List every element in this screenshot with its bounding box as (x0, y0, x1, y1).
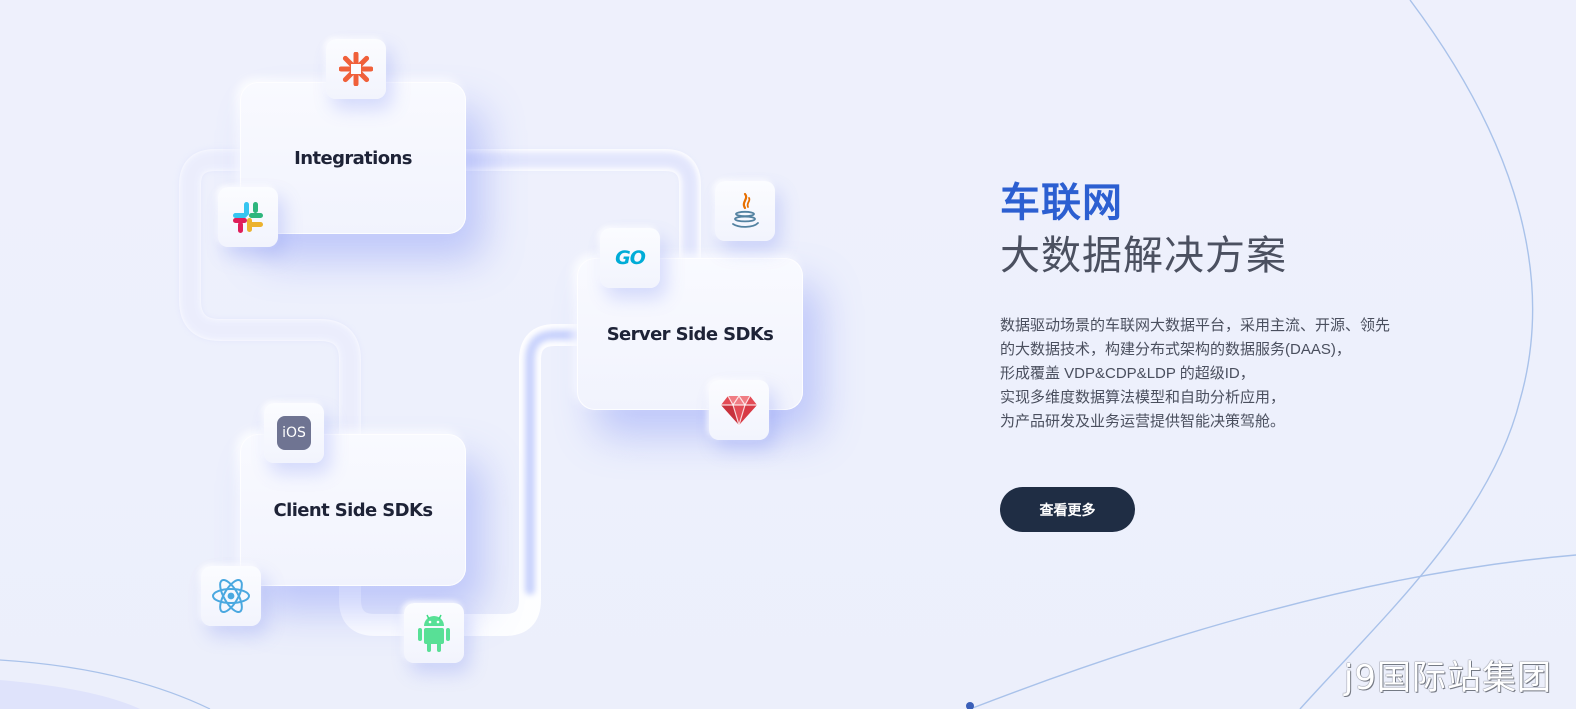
go-label: GO (615, 247, 646, 269)
hero-title: 大数据解决方案 (1000, 233, 1287, 279)
zapier-icon (326, 39, 386, 99)
integrations-label: Integrations (294, 147, 412, 169)
ios-icon: iOS (264, 403, 324, 463)
view-more-button[interactable]: 查看更多 (1000, 487, 1135, 532)
slack-icon (218, 187, 278, 247)
hero-description: 数据驱动场景的车联网大数据平台，采用主流、开源、领先 的大数据技术，构建分布式架… (1000, 314, 1430, 434)
client-sdks-label: Client Side SDKs (273, 499, 434, 521)
description-line: 实现多维度数据算法模型和自助分析应用， (1000, 389, 1286, 406)
java-icon (715, 181, 775, 241)
server-sdks-label: Server Side SDKs (606, 323, 774, 345)
hero-title-accent: 车联网 (1000, 180, 1123, 226)
ios-label: iOS (282, 425, 306, 441)
ios-badge: iOS (277, 416, 311, 450)
description-line: 的大数据技术，构建分布式架构的数据服务(DAAS)， (1000, 341, 1351, 358)
description-line: 形成覆盖 VDP&CDP&LDP 的超级ID， (1000, 365, 1255, 382)
description-line: 数据驱动场景的车联网大数据平台，采用主流、开源、领先 (1000, 317, 1391, 334)
react-icon (201, 566, 261, 626)
android-icon (404, 603, 464, 663)
watermark: j9国际站集团 (1343, 658, 1552, 698)
description-line: 为产品研发及业务运营提供智能决策驾舱。 (1000, 413, 1286, 430)
ruby-icon (709, 380, 769, 440)
go-icon: GO (600, 228, 660, 288)
